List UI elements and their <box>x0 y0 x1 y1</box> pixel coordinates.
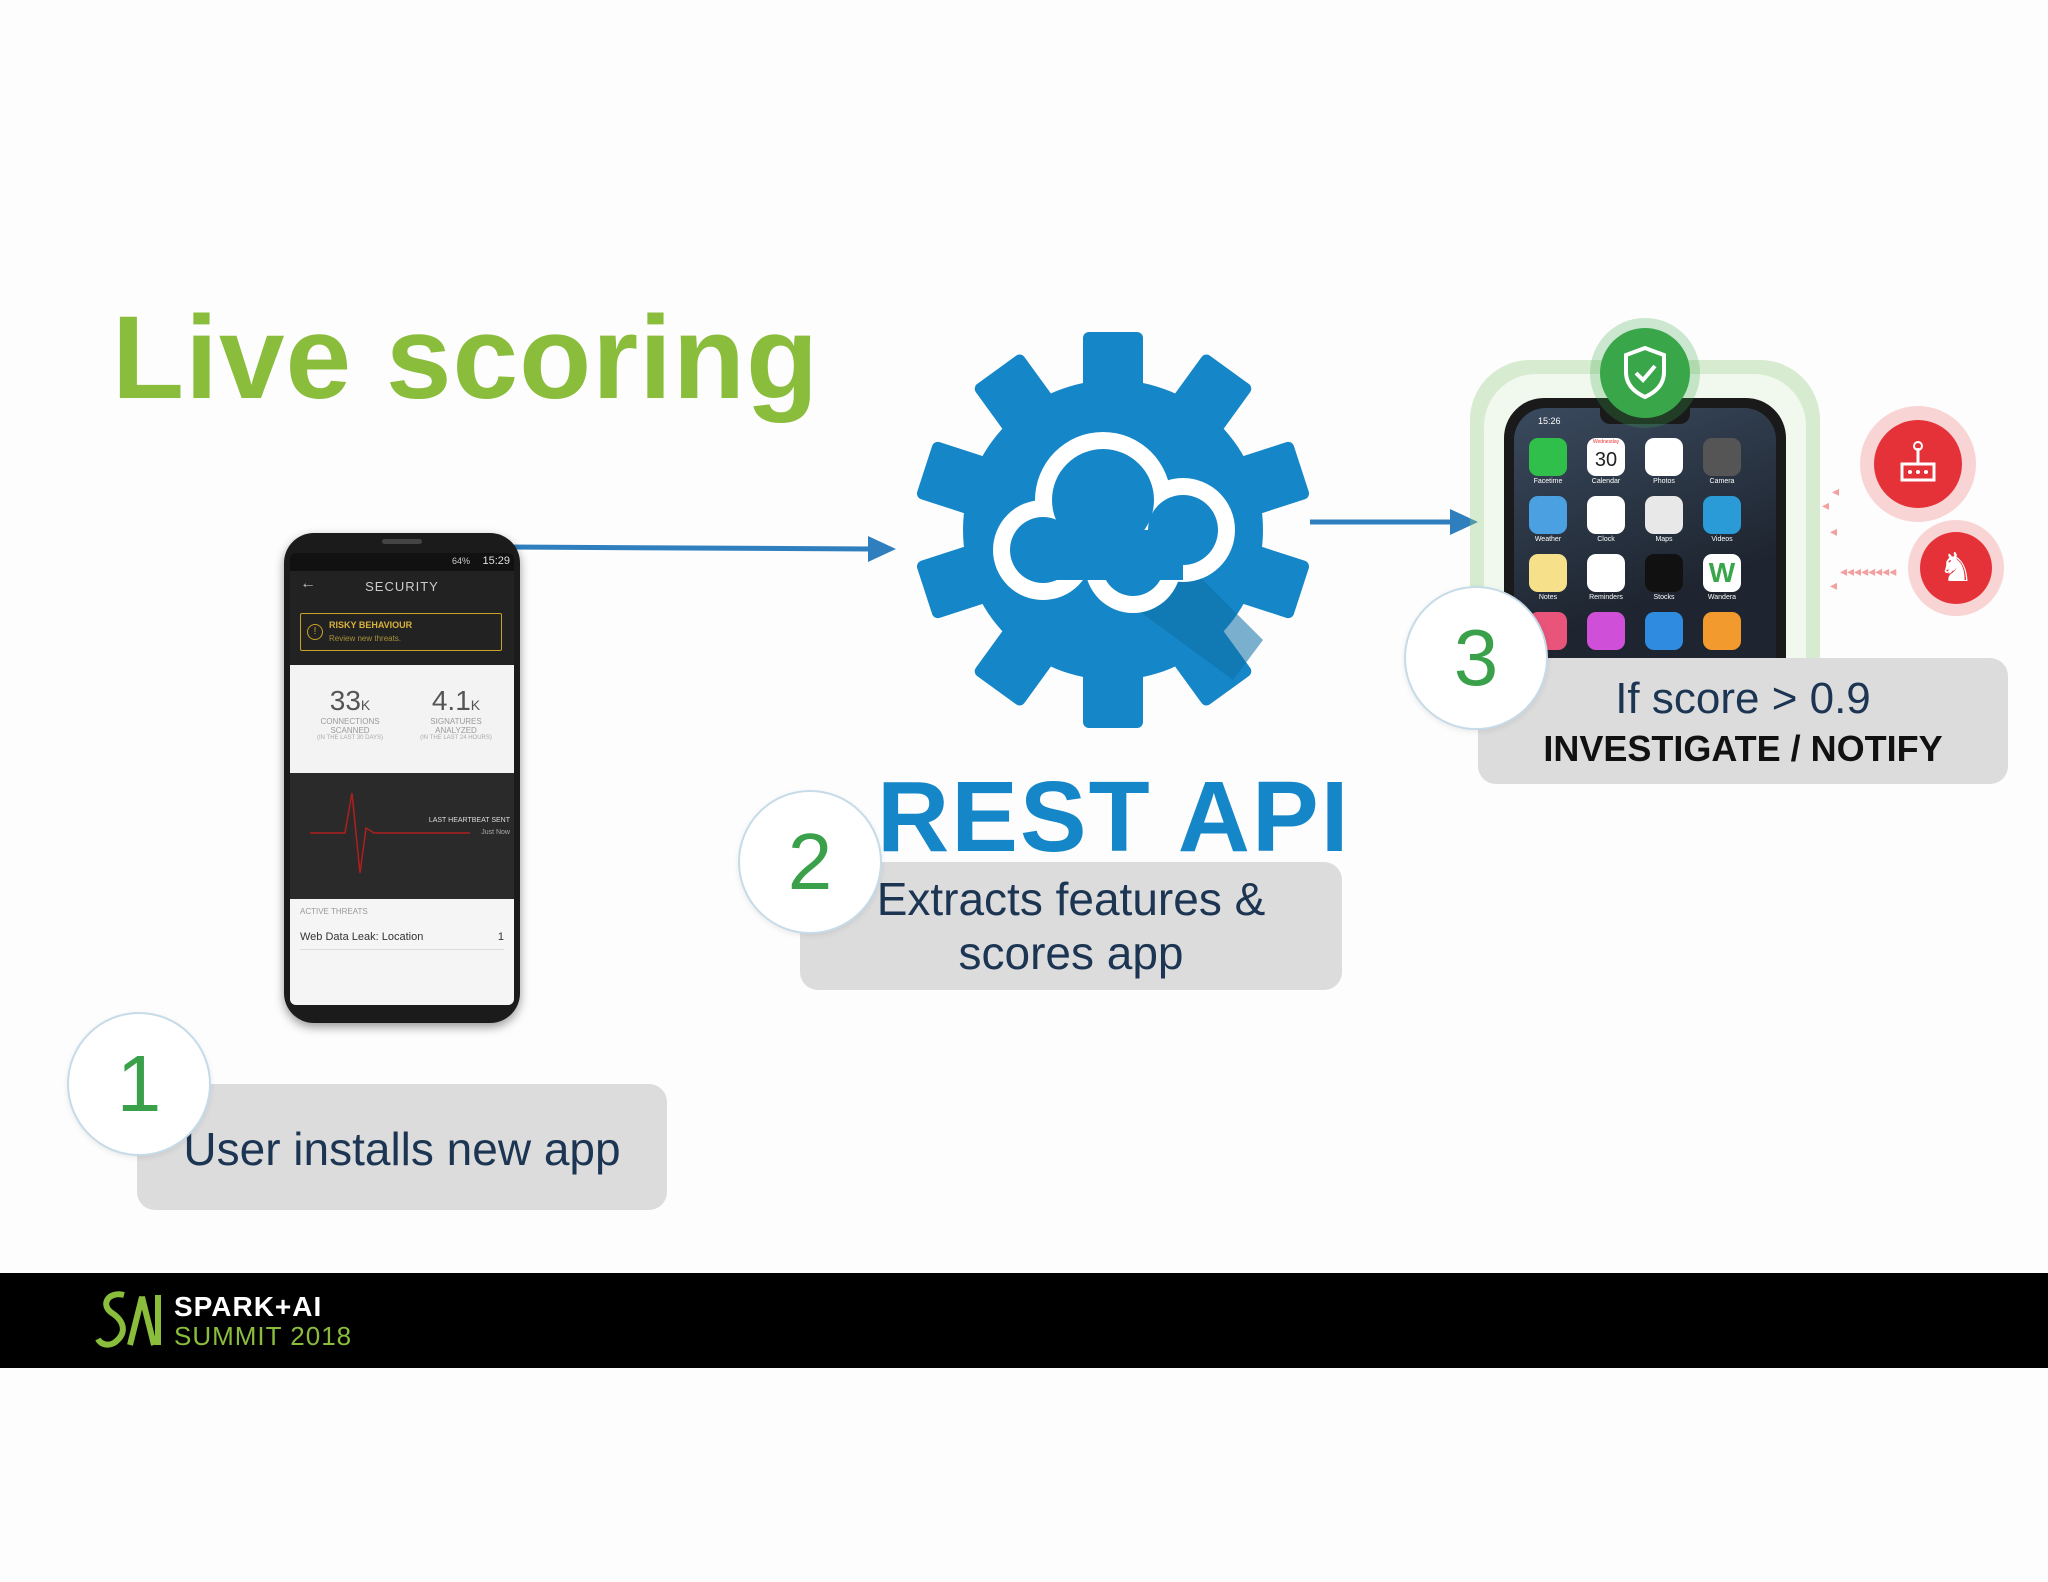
step3-text-line1: If score > 0.9 <box>1615 674 1871 723</box>
app-photos-icon[interactable]: Photos <box>1644 438 1684 490</box>
rest-api-label: REST API <box>877 761 1351 873</box>
stat-signatures-value: 4.1 <box>431 685 471 716</box>
app-label: Stocks <box>1653 594 1675 601</box>
app-tile <box>1529 554 1567 592</box>
stats-panel: 33K CONNECTIONS SCANNED (IN THE LAST 30 … <box>290 665 514 773</box>
app-clock-icon[interactable]: Clock <box>1586 496 1626 548</box>
app-stocks-icon[interactable]: Stocks <box>1644 554 1684 606</box>
app-facetime-icon[interactable]: Facetime <box>1528 438 1568 490</box>
iphone-time: 15:26 <box>1538 416 1561 426</box>
threat-badge-network <box>1874 420 1962 508</box>
app-tile <box>1703 438 1741 476</box>
step2-number: 2 <box>738 790 882 934</box>
app-tile <box>1645 496 1683 534</box>
threat-count: 1 <box>497 931 504 943</box>
app-label: Maps <box>1655 536 1673 543</box>
arrow-head-iphone <box>1450 509 1478 535</box>
app-wandera-icon[interactable]: W Wandera <box>1702 554 1742 606</box>
threat-badge-trojan: ♞ <box>1920 532 1992 604</box>
heartbeat-label: LAST HEARTBEAT SENT <box>428 817 510 824</box>
app-tile <box>1645 438 1683 476</box>
alert-subtitle: Review new threats. <box>329 634 402 643</box>
app-label: Facetime <box>1533 478 1563 485</box>
footer-line1: SPARK+AI <box>174 1291 323 1322</box>
app-reminders-icon[interactable]: Reminders <box>1586 554 1626 606</box>
app-label: Videos <box>1711 536 1733 543</box>
gear-cloud-icon <box>916 332 1310 728</box>
app-tile <box>1529 496 1567 534</box>
footer-bar: SPARK+AI SUMMIT 2018 <box>0 1273 2048 1368</box>
app-maps-icon[interactable]: Maps <box>1644 496 1684 548</box>
step3-text-line2: INVESTIGATE / NOTIFY <box>1543 728 1943 769</box>
app-label: Reminders <box>1589 594 1623 601</box>
svg-text:◂: ◂ <box>1822 498 1829 514</box>
app-partial-icon[interactable] <box>1645 612 1683 650</box>
heartbeat-time: Just Now <box>481 829 510 836</box>
arrow-head-api <box>868 536 896 562</box>
security-header: SECURITY <box>365 579 439 594</box>
app-label: Calendar <box>1591 478 1621 485</box>
step2-text-line2: scores app <box>958 927 1184 979</box>
threat-pointer-arrows: ◂◂ ◂ ◂◂◂◂◂◂◂◂ ◂ <box>1822 484 1896 594</box>
arrow-phone-to-api <box>509 544 873 552</box>
android-screen: 64% 15:29 ← SECURITY ! RISKY BEHAVIOUR R… <box>290 553 514 1005</box>
status-time: 15:29 <box>482 555 510 567</box>
app-tile <box>1529 438 1567 476</box>
step2-text-line1: Extracts features & <box>876 873 1266 925</box>
app-partial-icon[interactable] <box>1703 612 1741 650</box>
warning-icon: ! <box>307 624 323 640</box>
heartbeat-panel: LAST HEARTBEAT SENT Just Now <box>290 773 514 899</box>
step2-box: Extracts features & scores app <box>800 862 1342 990</box>
threat-name: Web Data Leak: Location <box>300 931 424 943</box>
threat-row[interactable]: Web Data Leak: Location 1 <box>300 927 504 950</box>
heartbeat-line <box>310 792 470 874</box>
step1-text: User installs new app <box>183 1123 621 1175</box>
threats-panel: ACTIVE THREATS Web Data Leak: Location 1 <box>290 899 514 1005</box>
router-icon <box>1900 441 1936 482</box>
spark-ai-logo-icon <box>95 1291 161 1348</box>
app-label: Notes <box>1538 594 1558 601</box>
svg-text:◂: ◂ <box>1830 578 1837 594</box>
shield-check-icon <box>1624 345 1666 400</box>
footer-line2: SUMMIT 2018 <box>174 1321 353 1351</box>
app-label: Camera <box>1709 478 1735 485</box>
app-camera-icon[interactable]: Camera <box>1702 438 1742 490</box>
android-phone: 64% 15:29 ← SECURITY ! RISKY BEHAVIOUR R… <box>284 533 520 1023</box>
app-tile: W <box>1703 554 1741 592</box>
step3-box: If score > 0.9 INVESTIGATE / NOTIFY <box>1478 658 2008 784</box>
svg-text:◂◂◂◂◂◂◂◂: ◂◂◂◂◂◂◂◂ <box>1840 564 1896 580</box>
app-tile <box>1587 496 1625 534</box>
app-label: Clock <box>1597 536 1615 543</box>
app-partial-icon[interactable] <box>1587 612 1625 650</box>
app-videos-icon[interactable]: Videos <box>1702 496 1742 548</box>
calendar-day: Wednesday <box>1592 439 1620 445</box>
step1-box: User installs new app <box>137 1084 667 1210</box>
slide-title: Live scoring <box>112 292 820 424</box>
alert-title: RISKY BEHAVIOUR <box>329 620 413 630</box>
risky-alert[interactable]: ! RISKY BEHAVIOUR Review new threats. <box>300 613 502 651</box>
stat-connections-value: 33 <box>329 685 361 716</box>
step1-number: 1 <box>67 1012 211 1156</box>
app-tile <box>1587 554 1625 592</box>
trojan-horse-icon: ♞ <box>1938 546 1974 590</box>
back-arrow-icon[interactable]: ← <box>300 575 316 592</box>
svg-text:◂: ◂ <box>1832 484 1839 500</box>
app-tile <box>1703 496 1741 534</box>
app-tile <box>1645 554 1683 592</box>
app-label: Weather <box>1534 536 1562 543</box>
shield-badge-inner <box>1600 328 1690 418</box>
app-notes-icon[interactable]: Notes <box>1528 554 1568 606</box>
battery-level: 64% <box>451 556 470 566</box>
app-weather-icon[interactable]: Weather <box>1528 496 1568 548</box>
app-label: Photos <box>1653 478 1675 485</box>
app-label: Wandera <box>1707 594 1737 601</box>
svg-text:◂: ◂ <box>1830 524 1837 540</box>
step3-number: 3 <box>1404 586 1548 730</box>
